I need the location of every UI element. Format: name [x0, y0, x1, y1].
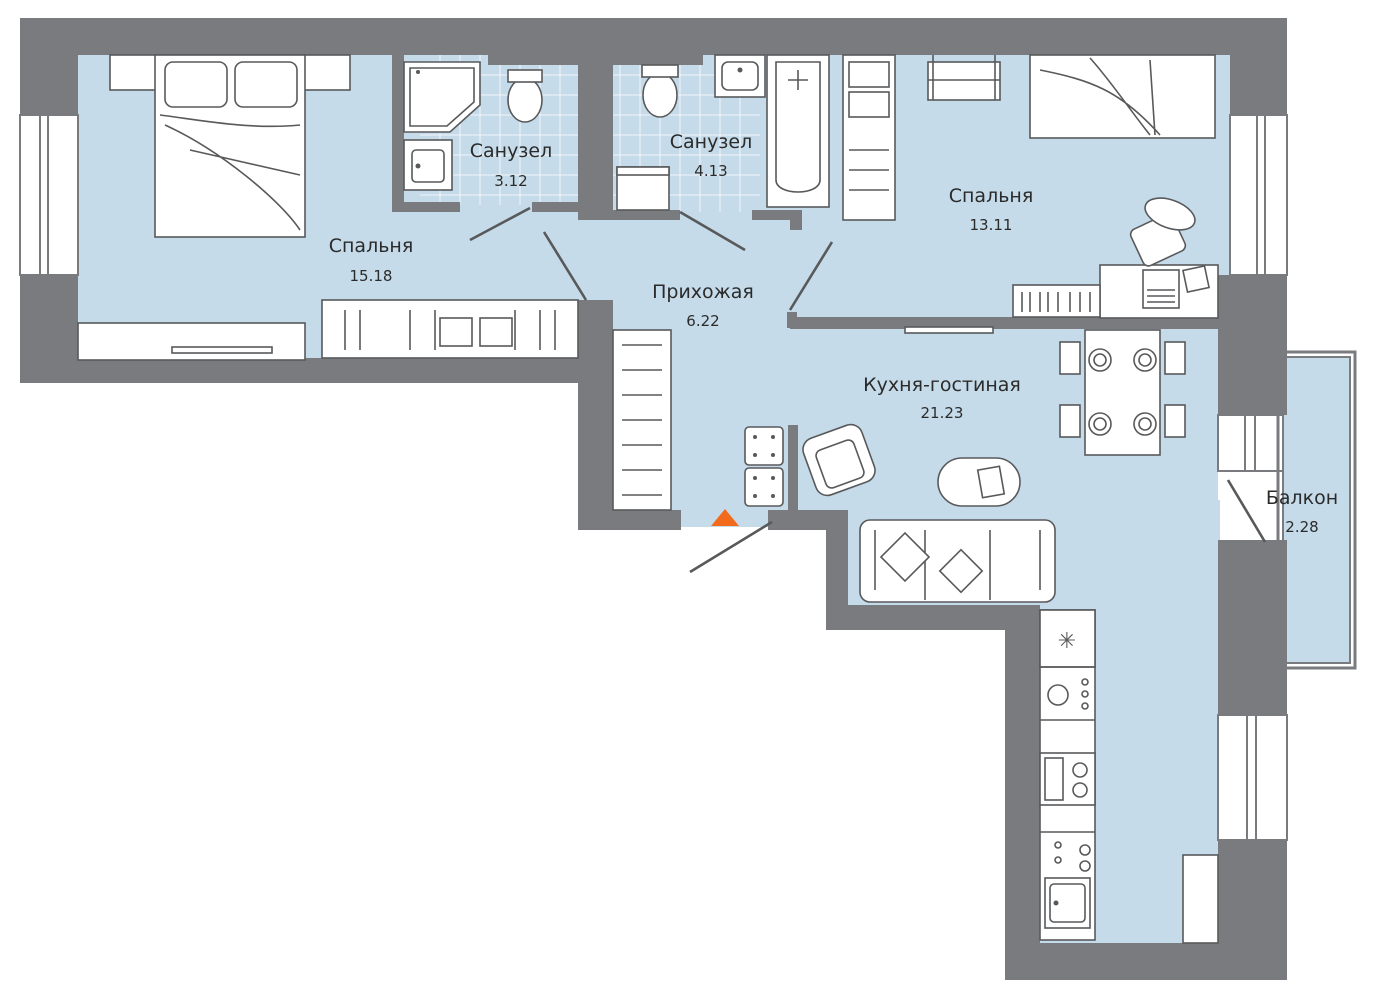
kitchen-living-area: 21.23: [921, 404, 964, 422]
desk-with-laptop: [1099, 264, 1219, 319]
window-left: [19, 114, 79, 276]
door-bedroom-right: [788, 241, 834, 311]
hall-ottomans: [744, 426, 784, 507]
room-labels: Спальня 15.18 Санузел 3.12 Санузел 4.13 …: [329, 131, 1338, 536]
bath-right-fixtures: [616, 54, 830, 211]
bedroom-left-area: 15.18: [350, 267, 393, 285]
window-balcony-door: [1217, 414, 1284, 472]
hallway-area: 6.22: [686, 312, 719, 330]
window-right-top: [1229, 114, 1288, 276]
floor-balcony: [1283, 357, 1351, 663]
bedroom-right-area: 13.11: [970, 216, 1013, 234]
tv-stand-left: [77, 322, 306, 361]
door-bath-right: [679, 210, 746, 252]
bookshelf: [1012, 284, 1101, 318]
stove-icon: [1039, 752, 1096, 806]
door-balcony: [1226, 479, 1267, 543]
drying-rack: [927, 55, 1001, 101]
balcony-area: 2.28: [1285, 518, 1318, 536]
doors: [469, 206, 1267, 574]
coffee-table: [937, 457, 1021, 507]
single-bed: [1029, 54, 1216, 139]
entrance-arrow-icon: [711, 509, 739, 526]
hallway-label: Прихожая: [652, 281, 754, 303]
bath-right-label: Санузел: [670, 131, 753, 153]
sofa: [859, 519, 1056, 603]
dining-table: [1059, 329, 1186, 456]
kitchen-living-label: Кухня-гостиная: [863, 374, 1021, 396]
wardrobe-hall: [612, 329, 672, 511]
bath-tiles: [420, 55, 760, 212]
bath-left-area: 3.12: [494, 172, 527, 190]
balcony-label: Балкон: [1266, 487, 1338, 509]
door-entrance: [689, 520, 773, 574]
kitchen-cabinet-right: [1182, 854, 1219, 944]
bath-left-fixtures: [403, 61, 543, 191]
armchair: [802, 423, 876, 497]
balcony-outline: [1276, 350, 1357, 670]
office-chair: [1129, 197, 1196, 267]
kitchen-counter: ✳: [1039, 609, 1096, 941]
wardrobe-left: [321, 299, 579, 359]
door-bath-left: [469, 206, 531, 242]
bath-right-area: 4.13: [694, 162, 727, 180]
walls: [19, 18, 1357, 980]
door-bedroom-left: [542, 231, 588, 301]
double-bed: [109, 54, 351, 238]
fridge-snowflake-icon: ✳: [1058, 629, 1076, 654]
bath-left-label: Санузел: [470, 140, 553, 162]
bedroom-right-label: Спальня: [949, 185, 1034, 207]
bedroom-left-label: Спальня: [329, 235, 414, 257]
wardrobe-right-bedroom: [842, 54, 896, 221]
tv-right-bedroom: [904, 326, 994, 334]
window-kitchen: [1217, 714, 1288, 841]
